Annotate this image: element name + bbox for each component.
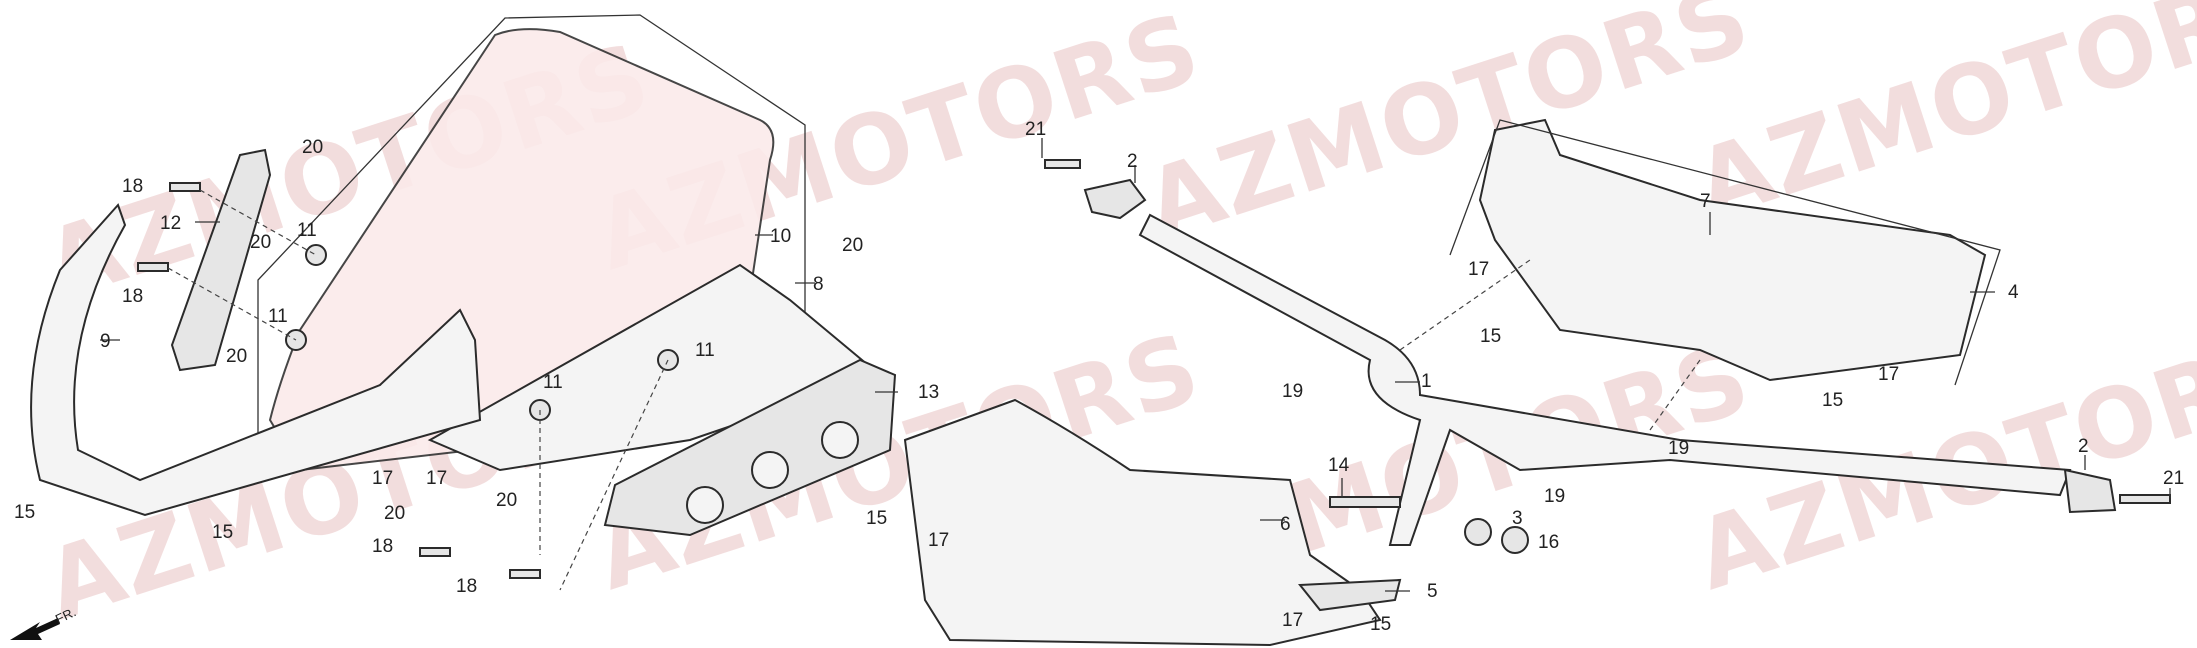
label-part-20: 20	[250, 232, 271, 253]
label-part-12: 12	[160, 213, 181, 234]
label-part-14: 14	[1328, 455, 1350, 476]
label-part-11: 11	[297, 220, 317, 241]
label-part-17: 17	[1878, 364, 1899, 385]
label-part-3: 3	[1512, 508, 1523, 529]
label-part-11: 11	[268, 306, 288, 327]
watermark: AZMOTORS	[1682, 0, 2197, 242]
label-part-4: 4	[2008, 282, 2019, 303]
arrow-left-icon	[10, 618, 60, 640]
label-part-18: 18	[122, 286, 143, 307]
label-part-18: 18	[456, 576, 477, 597]
label-part-1: 1	[1421, 371, 1432, 392]
label-part-7: 7	[1700, 191, 1711, 212]
label-part-20: 20	[302, 137, 323, 158]
label-part-10: 10	[770, 226, 791, 247]
label-part-20: 20	[496, 490, 517, 511]
label-part-6: 6	[1280, 514, 1291, 535]
label-part-21: 21	[1025, 119, 1046, 140]
label-part-20: 20	[842, 235, 863, 256]
nut-16	[1501, 526, 1529, 554]
label-part-17: 17	[372, 468, 393, 489]
label-part-8: 8	[813, 274, 824, 295]
bracket-hole	[686, 486, 724, 524]
bolt-21-left	[1044, 159, 1081, 169]
alignment-lines	[167, 189, 1701, 591]
label-part-13: 13	[918, 382, 939, 403]
windscreen-frame-line	[257, 14, 806, 445]
bar-end-2-right	[2063, 468, 2117, 514]
label-part-15: 15	[14, 502, 35, 523]
screw-18	[137, 262, 169, 272]
label-part-15: 15	[1480, 326, 1501, 347]
fasteners	[137, 159, 2171, 579]
front-fairing-9	[30, 203, 482, 517]
label-part-17: 17	[928, 530, 949, 551]
part-labels: 1 2 2 3 4 5 6 7 8 9 10 11 11 11 11 12 13…	[14, 119, 2184, 635]
label-part-20: 20	[384, 503, 405, 524]
bracket-12	[170, 148, 272, 372]
label-part-18: 18	[372, 536, 393, 557]
label-part-21: 21	[2163, 468, 2184, 489]
label-part-2: 2	[1127, 151, 1138, 172]
label-part-19: 19	[1668, 438, 1689, 459]
label-part-17: 17	[1282, 610, 1303, 631]
bolt-14	[1329, 496, 1401, 508]
lower-bracket-13	[603, 358, 897, 537]
label-part-15: 15	[212, 522, 233, 543]
label-part-2: 2	[2078, 436, 2089, 457]
label-part-15: 15	[866, 508, 887, 529]
bar-end-2-left	[1083, 178, 1147, 220]
label-part-19: 19	[1544, 486, 1565, 507]
screw-18	[509, 569, 541, 579]
trim-5	[1297, 578, 1402, 612]
label-part-9: 9	[100, 331, 111, 352]
label-part-19: 19	[1282, 381, 1303, 402]
label-part-15: 15	[1370, 614, 1391, 635]
handlebar-cover-outline	[1449, 119, 2001, 386]
label-part-11: 11	[543, 372, 563, 393]
label-part-5: 5	[1427, 581, 1438, 602]
bracket-hole	[751, 451, 789, 489]
screw-18	[419, 547, 451, 557]
label-part-20: 20	[226, 346, 247, 367]
label-part-15: 15	[1822, 390, 1843, 411]
screw-18	[169, 182, 201, 192]
grommet-11	[305, 244, 327, 266]
label-part-11: 11	[695, 340, 715, 361]
upper-cover-4	[1478, 118, 1987, 382]
bracket-hole	[821, 421, 859, 459]
bolt-21-right	[2119, 494, 2171, 504]
nut-3	[1464, 518, 1492, 546]
handlebar-1	[1138, 213, 2072, 546]
label-part-17: 17	[1468, 259, 1489, 280]
leader-lines	[100, 138, 2171, 592]
label-part-18: 18	[122, 176, 143, 197]
label-part-16: 16	[1538, 532, 1559, 553]
label-part-17: 17	[426, 468, 447, 489]
lower-cover-6	[903, 398, 1382, 647]
